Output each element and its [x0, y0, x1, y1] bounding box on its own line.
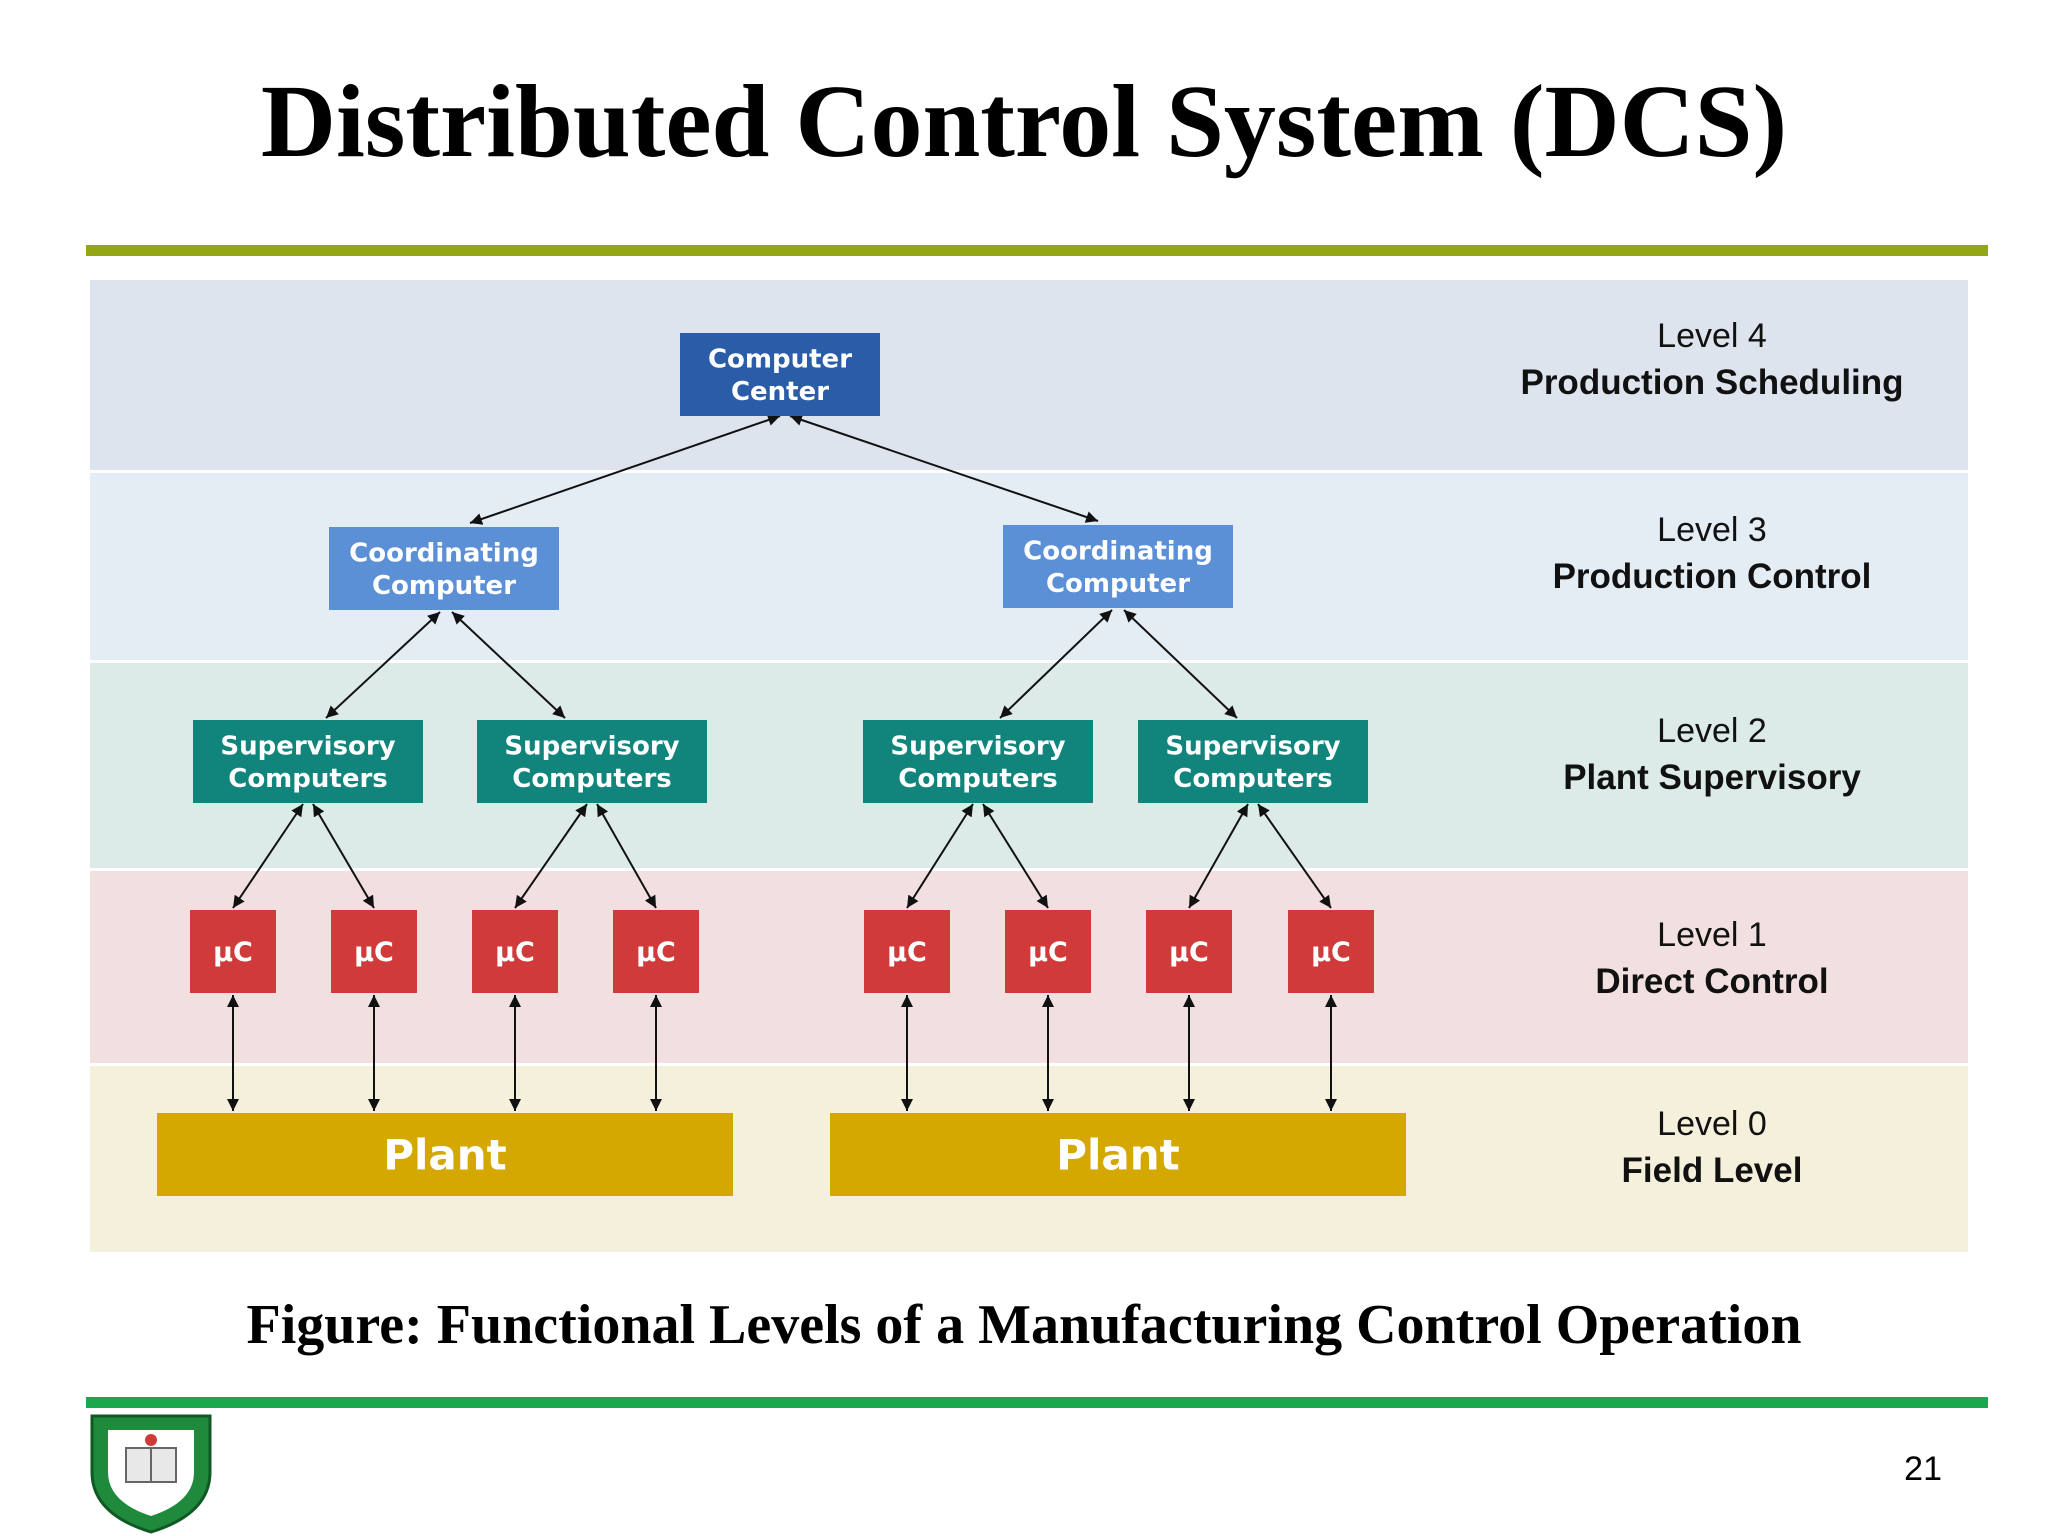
- coordinating-computer-node-box: [1003, 525, 1233, 608]
- connector-arrow: [514, 803, 588, 909]
- level-name-label: Production Scheduling: [1520, 363, 1903, 402]
- connector-arrow: [469, 414, 781, 525]
- level-number-label: Level 1: [1657, 916, 1767, 954]
- computer-center-node-label: Center: [731, 377, 829, 407]
- connector-arrow: [1188, 803, 1249, 909]
- connector-arrow: [999, 609, 1113, 719]
- connector-arrow: [596, 803, 657, 909]
- supervisory-computers-node-label: Computers: [512, 764, 672, 794]
- coordinating-computer-node-label: Coordinating: [1023, 537, 1213, 567]
- microcontroller-node-box: [1288, 910, 1374, 993]
- level-number-label: Level 3: [1657, 511, 1767, 549]
- microcontroller-node: µC: [864, 910, 950, 993]
- connector-arrow: [451, 611, 566, 719]
- connector-arrow: [325, 611, 441, 719]
- microcontroller-node-box: [1146, 910, 1232, 993]
- microcontroller-node-box: [1005, 910, 1091, 993]
- microcontroller-node-box: [331, 910, 417, 993]
- plant-node: Plant: [830, 1113, 1406, 1196]
- plant-node-label: Plant: [1056, 1131, 1180, 1180]
- microcontroller-node-box: [613, 910, 699, 993]
- microcontroller-node-label: µC: [636, 937, 676, 968]
- plant-node-box: [157, 1113, 733, 1196]
- microcontroller-node-label: µC: [887, 937, 927, 968]
- microcontroller-node: µC: [1005, 910, 1091, 993]
- plant-node: Plant: [157, 1113, 733, 1196]
- microcontroller-node-label: µC: [1028, 937, 1068, 968]
- level-number-label: Level 0: [1657, 1105, 1767, 1143]
- supervisory-computers-node-label: Computers: [898, 764, 1058, 794]
- coordinating-computer-node-label: Computer: [1046, 569, 1190, 599]
- title-divider: [86, 245, 1988, 256]
- figure-caption: Figure: Functional Levels of a Manufactu…: [246, 1294, 1802, 1356]
- microcontroller-node-label: µC: [495, 937, 535, 968]
- supervisory-computers-node-box: [477, 720, 707, 803]
- microcontroller-node: µC: [331, 910, 417, 993]
- connector-arrow: [312, 803, 375, 909]
- supervisory-computers-node-label: Supervisory: [890, 732, 1065, 762]
- plant-node-box: [830, 1113, 1406, 1196]
- university-logo: [90, 1414, 212, 1534]
- microcontroller-node-box: [190, 910, 276, 993]
- page-number: 21: [1904, 1450, 1942, 1488]
- connector-arrow: [906, 803, 974, 909]
- microcontroller-node-box: [472, 910, 558, 993]
- level-name-label: Plant Supervisory: [1563, 758, 1861, 797]
- coordinating-computer-node-box: [329, 527, 559, 610]
- coordinating-computer-node-label: Coordinating: [349, 539, 539, 569]
- connector-arrow: [789, 414, 1099, 523]
- level-name-label: Field Level: [1622, 1151, 1803, 1190]
- level-name-label: Direct Control: [1595, 962, 1828, 1001]
- level-number-label: Level 2: [1657, 712, 1767, 750]
- supervisory-computers-node-label: Supervisory: [220, 732, 395, 762]
- supervisory-computers-node-box: [193, 720, 423, 803]
- level-number-label: Level 4: [1657, 317, 1767, 355]
- connector-arrow: [232, 803, 304, 909]
- connector-arrow: [1123, 609, 1238, 719]
- microcontroller-node: µC: [613, 910, 699, 993]
- computer-center-node-box: [680, 333, 880, 416]
- microcontroller-node-box: [864, 910, 950, 993]
- microcontroller-node: µC: [1146, 910, 1232, 993]
- microcontroller-node: µC: [190, 910, 276, 993]
- supervisory-computers-node-box: [1138, 720, 1368, 803]
- supervisory-computers-node-label: Supervisory: [504, 732, 679, 762]
- coordinating-computer-node-label: Computer: [372, 571, 516, 601]
- microcontroller-node-label: µC: [354, 937, 394, 968]
- slide-title: Distributed Control System (DCS): [260, 64, 1788, 179]
- microcontroller-node: µC: [472, 910, 558, 993]
- microcontroller-node-label: µC: [213, 937, 253, 968]
- plant-node-label: Plant: [383, 1131, 507, 1180]
- microcontroller-node-label: µC: [1169, 937, 1209, 968]
- connector-arrow: [1257, 803, 1332, 909]
- connector-arrow: [982, 803, 1049, 909]
- supervisory-computers-node-label: Supervisory: [1165, 732, 1340, 762]
- microcontroller-node-label: µC: [1311, 937, 1351, 968]
- level-name-label: Production Control: [1553, 557, 1872, 596]
- footer-divider: [86, 1397, 1988, 1408]
- supervisory-computers-node-box: [863, 720, 1093, 803]
- microcontroller-node: µC: [1288, 910, 1374, 993]
- supervisory-computers-node-label: Computers: [1173, 764, 1333, 794]
- computer-center-node-label: Computer: [708, 345, 852, 375]
- supervisory-computers-node-label: Computers: [228, 764, 388, 794]
